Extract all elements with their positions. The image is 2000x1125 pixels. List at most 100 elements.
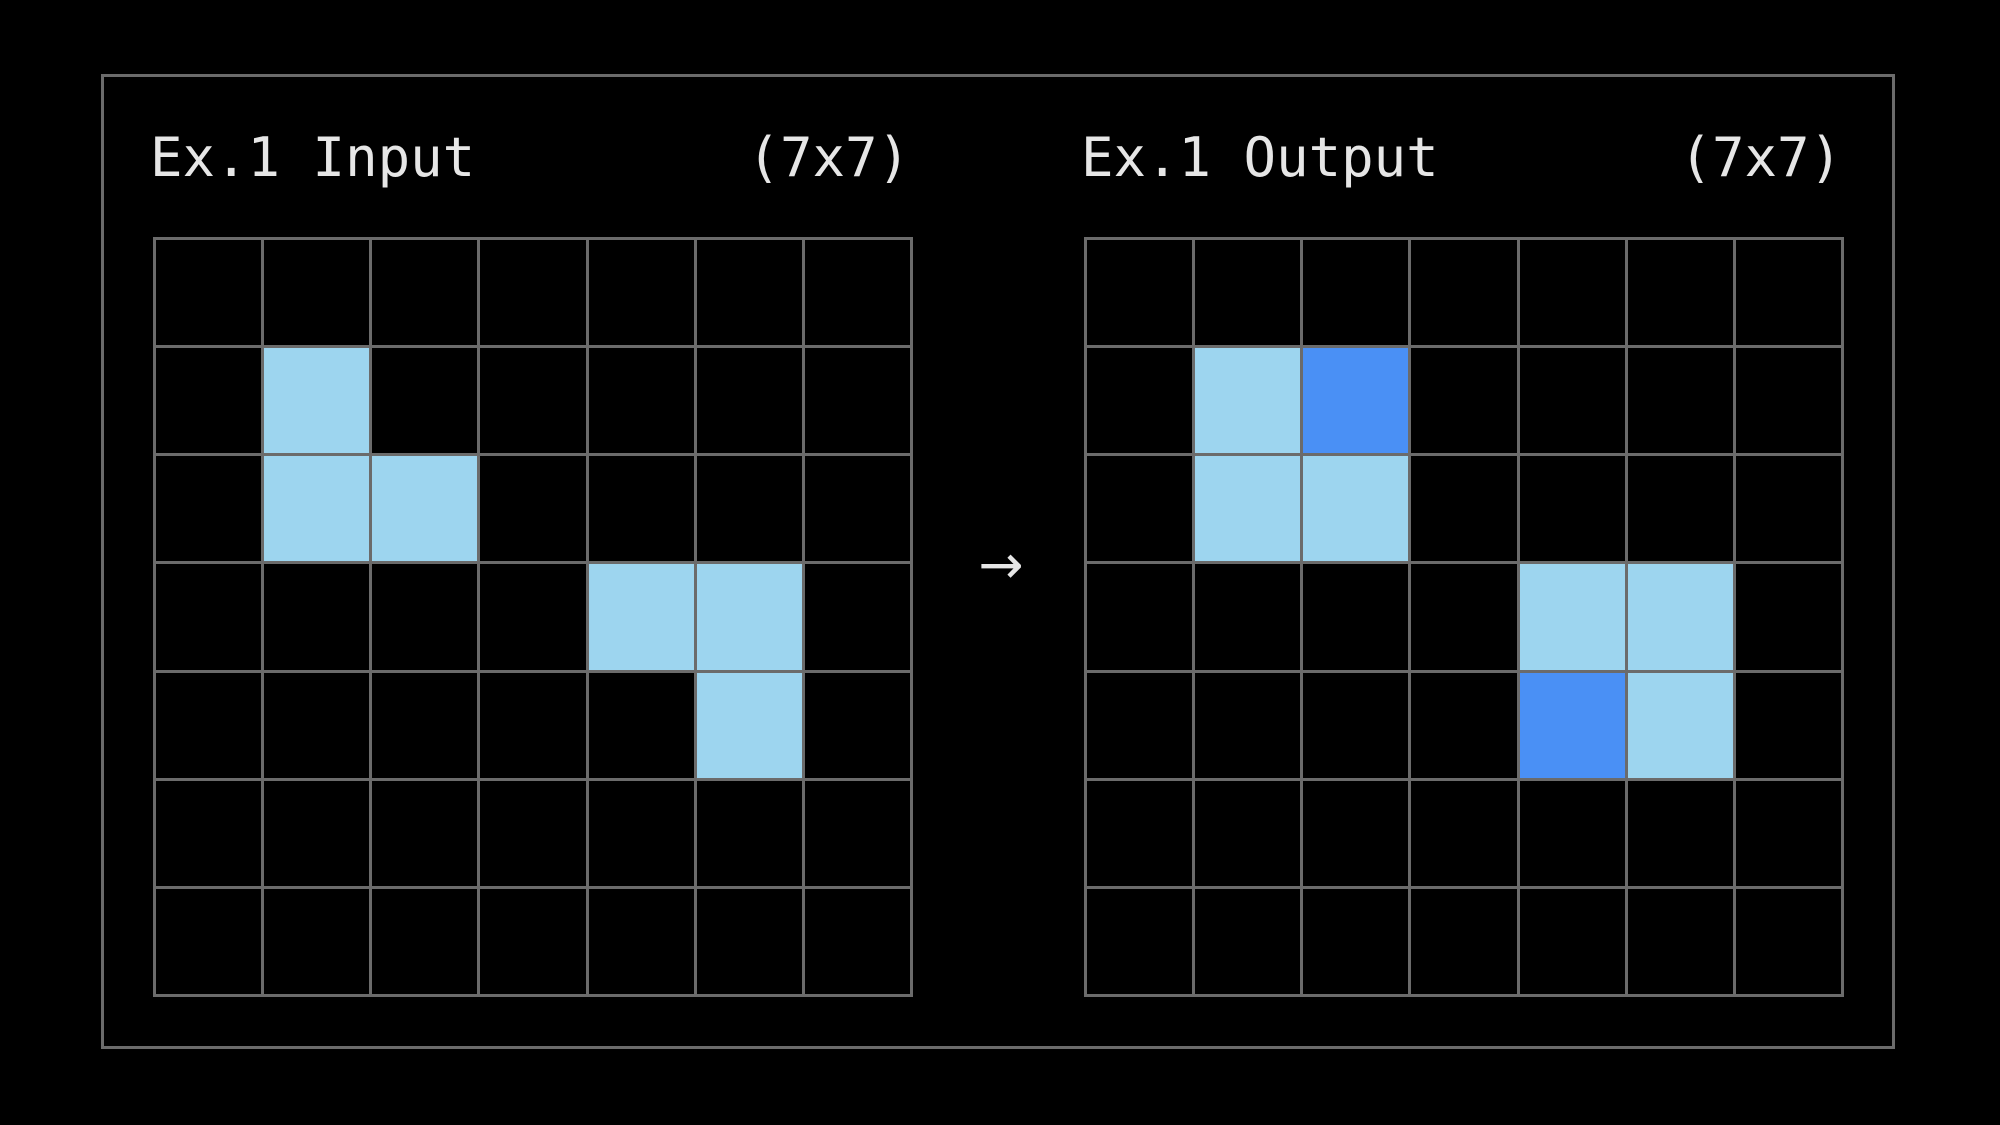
input-cell-r4-c3[interactable] [480,672,586,778]
output-cell-r4-c6[interactable] [1735,672,1841,778]
output-cell-r5-c5[interactable] [1627,780,1733,886]
input-cell-r0-c4[interactable] [588,240,694,346]
output-cell-r6-c5[interactable] [1627,888,1733,994]
input-cell-r0-c5[interactable] [696,240,802,346]
input-cell-r1-c5[interactable] [696,348,802,454]
input-cell-r5-c4[interactable] [588,780,694,886]
output-cell-r6-c0[interactable] [1087,888,1193,994]
input-grid [153,237,913,997]
output-cell-r2-c5[interactable] [1627,456,1733,562]
input-cell-r1-c6[interactable] [804,348,910,454]
input-cell-r2-c0[interactable] [156,456,262,562]
input-cell-r3-c2[interactable] [372,564,478,670]
output-cell-r2-c1[interactable] [1195,456,1301,562]
output-cell-r4-c0[interactable] [1087,672,1193,778]
output-cell-r5-c4[interactable] [1519,780,1625,886]
input-cell-r2-c5[interactable] [696,456,802,562]
output-cell-r2-c2[interactable] [1303,456,1409,562]
output-cell-r3-c0[interactable] [1087,564,1193,670]
input-cell-r4-c5[interactable] [696,672,802,778]
input-cell-r1-c2[interactable] [372,348,478,454]
output-cell-r1-c3[interactable] [1411,348,1517,454]
output-cell-r3-c4[interactable] [1519,564,1625,670]
input-cell-r0-c2[interactable] [372,240,478,346]
output-cell-r0-c3[interactable] [1411,240,1517,346]
input-cell-r1-c1[interactable] [264,348,370,454]
output-cell-r4-c1[interactable] [1195,672,1301,778]
input-cell-r4-c1[interactable] [264,672,370,778]
output-cell-r3-c3[interactable] [1411,564,1517,670]
output-cell-r0-c6[interactable] [1735,240,1841,346]
output-cell-r3-c6[interactable] [1735,564,1841,670]
input-cell-r6-c2[interactable] [372,888,478,994]
output-cell-r5-c6[interactable] [1735,780,1841,886]
input-cell-r0-c6[interactable] [804,240,910,346]
input-cell-r2-c3[interactable] [480,456,586,562]
output-cell-r6-c4[interactable] [1519,888,1625,994]
output-cell-r0-c2[interactable] [1303,240,1409,346]
output-cell-r1-c5[interactable] [1627,348,1733,454]
output-cell-r6-c3[interactable] [1411,888,1517,994]
input-cell-r1-c3[interactable] [480,348,586,454]
input-cell-r6-c5[interactable] [696,888,802,994]
input-cell-r3-c1[interactable] [264,564,370,670]
output-cell-r5-c1[interactable] [1195,780,1301,886]
input-cell-r4-c4[interactable] [588,672,694,778]
input-cell-r6-c0[interactable] [156,888,262,994]
output-cell-r1-c1[interactable] [1195,348,1301,454]
input-cell-r0-c3[interactable] [480,240,586,346]
input-cell-r6-c1[interactable] [264,888,370,994]
input-cell-r2-c1[interactable] [264,456,370,562]
output-cell-r4-c3[interactable] [1411,672,1517,778]
input-cell-r5-c1[interactable] [264,780,370,886]
input-cell-r3-c5[interactable] [696,564,802,670]
input-cell-r0-c1[interactable] [264,240,370,346]
input-cell-r4-c6[interactable] [804,672,910,778]
output-cell-r5-c0[interactable] [1087,780,1193,886]
output-cell-r6-c1[interactable] [1195,888,1301,994]
output-cell-r6-c2[interactable] [1303,888,1409,994]
output-cell-r2-c0[interactable] [1087,456,1193,562]
output-cell-r0-c0[interactable] [1087,240,1193,346]
output-cell-r2-c6[interactable] [1735,456,1841,562]
input-cell-r3-c0[interactable] [156,564,262,670]
input-cell-r3-c3[interactable] [480,564,586,670]
output-cell-r5-c2[interactable] [1303,780,1409,886]
input-cell-r5-c5[interactable] [696,780,802,886]
input-cell-r5-c3[interactable] [480,780,586,886]
input-cell-r0-c0[interactable] [156,240,262,346]
output-cell-r2-c3[interactable] [1411,456,1517,562]
output-cell-r0-c5[interactable] [1627,240,1733,346]
output-cell-r1-c4[interactable] [1519,348,1625,454]
input-cell-r2-c2[interactable] [372,456,478,562]
input-cell-r2-c6[interactable] [804,456,910,562]
output-cell-r4-c5[interactable] [1627,672,1733,778]
input-cell-r1-c4[interactable] [588,348,694,454]
output-cell-r4-c2[interactable] [1303,672,1409,778]
input-cell-r1-c0[interactable] [156,348,262,454]
input-cell-r6-c4[interactable] [588,888,694,994]
output-cell-r0-c1[interactable] [1195,240,1301,346]
output-cell-r4-c4[interactable] [1519,672,1625,778]
input-cell-r3-c6[interactable] [804,564,910,670]
output-cell-r0-c4[interactable] [1519,240,1625,346]
input-cell-r4-c0[interactable] [156,672,262,778]
output-cell-r1-c0[interactable] [1087,348,1193,454]
input-cell-r4-c2[interactable] [372,672,478,778]
output-cell-r3-c5[interactable] [1627,564,1733,670]
input-cell-r5-c2[interactable] [372,780,478,886]
input-cell-r6-c6[interactable] [804,888,910,994]
output-cell-r1-c2[interactable] [1303,348,1409,454]
output-cell-r2-c4[interactable] [1519,456,1625,562]
input-cell-r5-c0[interactable] [156,780,262,886]
output-cell-r3-c2[interactable] [1303,564,1409,670]
input-cell-r5-c6[interactable] [804,780,910,886]
input-cell-r2-c4[interactable] [588,456,694,562]
output-grid [1084,237,1844,997]
output-cell-r3-c1[interactable] [1195,564,1301,670]
output-cell-r1-c6[interactable] [1735,348,1841,454]
input-cell-r6-c3[interactable] [480,888,586,994]
output-cell-r5-c3[interactable] [1411,780,1517,886]
input-cell-r3-c4[interactable] [588,564,694,670]
output-cell-r6-c6[interactable] [1735,888,1841,994]
